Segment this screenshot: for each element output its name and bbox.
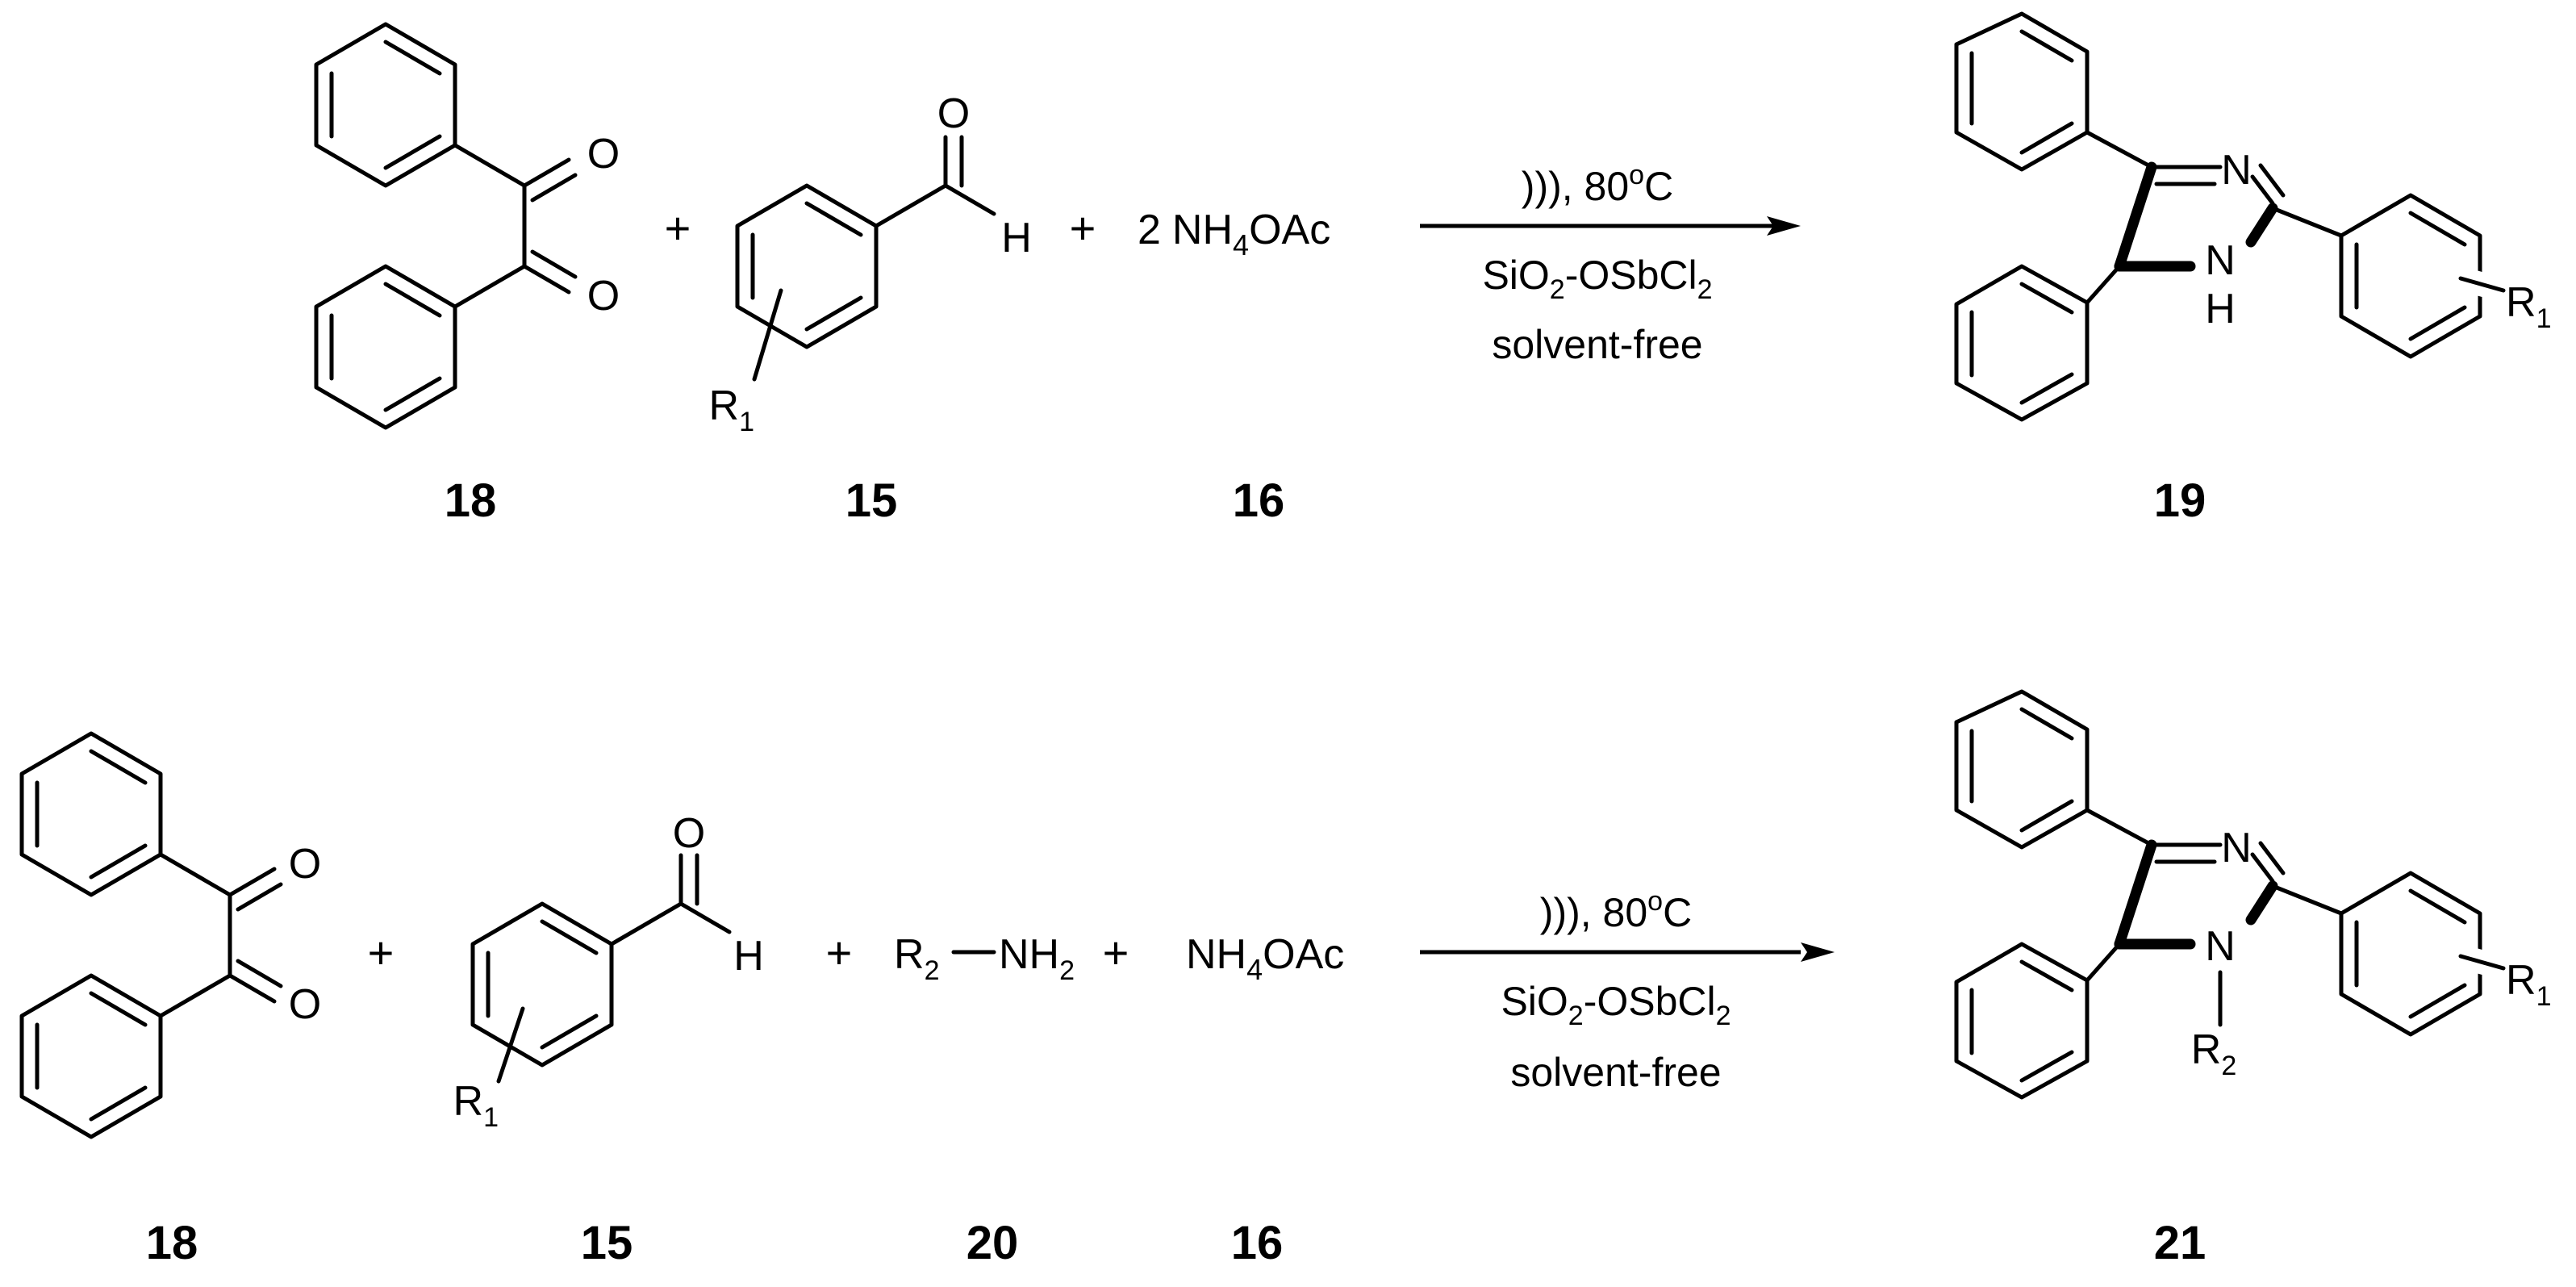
conditions-line-ultrasound: ))), 80oC	[1522, 160, 1673, 209]
nitrogen-label: N	[2205, 923, 2236, 970]
compound-number-label: 19	[2154, 474, 2207, 527]
compound-19: N N H R1	[1954, 11, 2551, 422]
compound-18-top: O O	[314, 22, 620, 430]
hydrogen-label: H	[733, 933, 764, 980]
phenyl-ring-c4	[1954, 11, 2154, 172]
plus-sign: +	[1070, 203, 1096, 253]
aryl-ring-c2	[2270, 193, 2515, 359]
benzil-dicarbonyl-bonds	[158, 852, 283, 1018]
reaction-arrow-2	[1420, 942, 1835, 962]
hydrogen-label: H	[1001, 215, 1032, 261]
imidazole-ring	[2114, 839, 2286, 1027]
compound-number-label: 18	[146, 1217, 198, 1269]
plus-sign: +	[826, 927, 853, 978]
oxygen-label: O	[673, 810, 705, 857]
nitrogen-label: N	[2221, 147, 2252, 194]
aryl-ring-c2	[2270, 871, 2515, 1037]
compound-15-top: O H R1	[709, 90, 1032, 437]
plus-sign: +	[665, 203, 691, 253]
compound-number-label: 18	[445, 474, 497, 527]
compound-number-label: 16	[1231, 1217, 1284, 1269]
amine-nh2-label: NH2	[999, 931, 1075, 986]
phenyl-ring-c4	[1954, 689, 2154, 850]
plus-sign: +	[1103, 927, 1129, 978]
r1-substituent-label: R1	[2506, 957, 2551, 1012]
r2-substituent-label: R2	[2191, 1026, 2236, 1081]
benzil-phenyl-ring-upper	[19, 731, 163, 897]
conditions-line-ultrasound: ))), 80oC	[1540, 886, 1692, 935]
oxygen-label: O	[289, 841, 321, 888]
r1-substituent-label: R1	[2506, 279, 2551, 334]
nitrogen-label: N	[2205, 237, 2236, 284]
compound-15-bottom: O H R1	[453, 810, 764, 1133]
amine-r2-nh2: R2 NH2	[894, 931, 1075, 986]
oxygen-label: O	[587, 131, 620, 178]
compound-18-bottom: O O	[19, 731, 321, 1139]
compound-number-label: 21	[2154, 1217, 2207, 1269]
r1-substituent-label: R1	[709, 382, 754, 437]
compound-number-label: 16	[1233, 474, 1285, 527]
compound-number-label: 15	[581, 1217, 633, 1269]
benzil-phenyl-ring-lower	[314, 264, 457, 430]
oxygen-label: O	[937, 90, 970, 137]
compound-number-label: 20	[967, 1217, 1019, 1269]
oxygen-label: O	[289, 981, 321, 1028]
plus-sign: +	[368, 927, 395, 978]
conditions-line-solvent: solvent-free	[1492, 322, 1702, 367]
ammonium-acetate-reagent: NH4OAc	[1186, 931, 1344, 986]
conditions-line-catalyst: SiO2-OSbCl2	[1482, 253, 1712, 305]
conditions-line-solvent: solvent-free	[1510, 1050, 1721, 1095]
oxygen-label: O	[587, 273, 620, 320]
compound-21: N N R2 R1	[1954, 689, 2551, 1100]
amine-r2-label: R2	[894, 931, 939, 986]
conditions-line-catalyst: SiO2-OSbCl2	[1501, 979, 1731, 1031]
benzil-dicarbonyl-bonds	[453, 143, 578, 309]
r1-substituent-label: R1	[453, 1078, 499, 1133]
benzil-phenyl-ring-upper	[314, 22, 457, 188]
hydrogen-label: H	[2205, 286, 2236, 332]
compound-number-label: 15	[845, 474, 898, 527]
phenyl-ring-c5	[1954, 264, 2122, 422]
imidazole-ring	[2114, 161, 2286, 272]
nitrogen-label: N	[2221, 825, 2252, 871]
reaction-arrow-1	[1420, 216, 1801, 236]
phenyl-ring-c5	[1954, 942, 2122, 1100]
benzil-phenyl-ring-lower	[19, 973, 163, 1139]
